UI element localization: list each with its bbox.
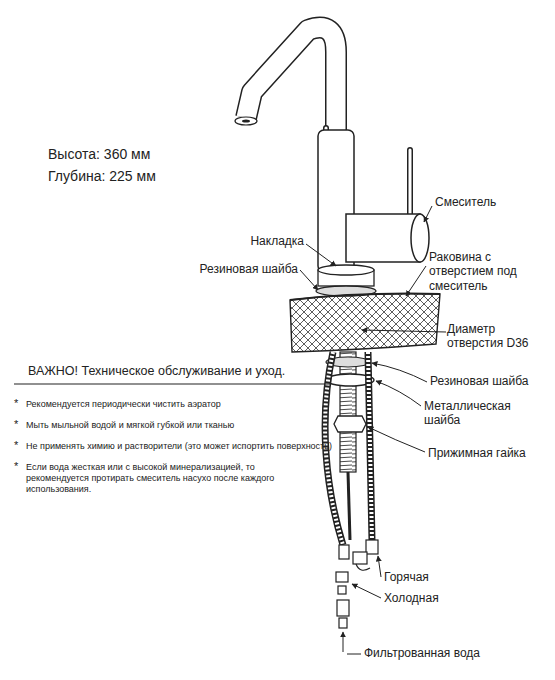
bullet: * (14, 418, 18, 431)
note-text: Не применять химию и растворители (это м… (26, 441, 332, 452)
notes-rule (14, 383, 330, 384)
part-label: Резиновая шайба (200, 262, 298, 276)
leader-lines (300, 206, 446, 654)
part-label: Резиновая шайба (430, 374, 528, 388)
part-label: Накладка (250, 234, 304, 248)
bullet: * (14, 439, 18, 452)
note-text: Мыть мыльной водой и мягкой губкой или т… (26, 420, 234, 431)
part-label: Металлическая шайба (424, 399, 549, 428)
notes-heading: ВАЖНО! Техническое обслуживание и уход. (28, 364, 285, 379)
bullet: * (14, 397, 18, 410)
dimension-text: Высота: 360 мм (48, 146, 150, 163)
note-text: Рекомендуется периодически чистить аэрат… (26, 399, 221, 410)
fittings (336, 540, 378, 628)
part-label: Горячая (384, 570, 429, 584)
hoses (325, 352, 372, 545)
part-label: Диаметр отверстия D36 (447, 322, 551, 351)
part-label: Фильтрованная вода (364, 646, 480, 660)
filter-tap (346, 150, 429, 262)
bullet: * (14, 460, 18, 473)
part-label: Прижимная гайка (428, 446, 526, 460)
part-label: Холодная (384, 591, 439, 605)
clamp-nut (334, 416, 366, 432)
sink-slab (290, 294, 440, 352)
spout (235, 28, 336, 134)
base-ring (316, 265, 376, 296)
note-text: Если вода жесткая или с высокой минерали… (26, 462, 311, 494)
part-label: Смеситель (435, 195, 496, 209)
threaded-stud (340, 352, 356, 472)
part-label: Раковина с отверстием под смеситель (429, 250, 551, 293)
dimension-text: Глубина: 225 мм (48, 168, 156, 185)
